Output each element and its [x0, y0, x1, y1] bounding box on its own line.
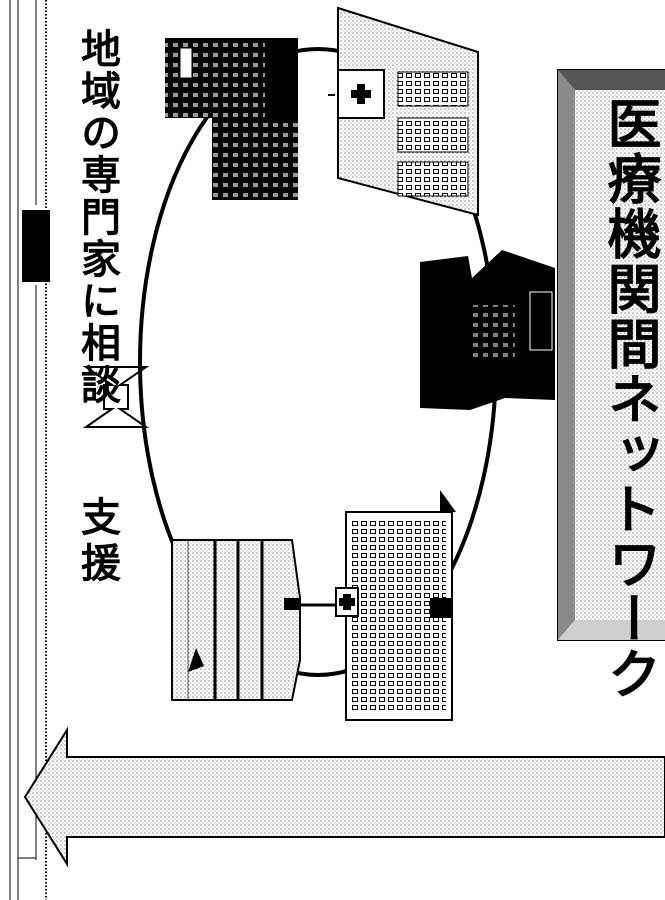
network-label: 医療機関間ネットワーク — [598, 96, 661, 701]
office-building-icon — [165, 38, 298, 200]
large-arrow — [23, 726, 665, 868]
support-label: 支援 — [74, 496, 120, 588]
support-double-arrow — [82, 366, 150, 428]
factory-icon — [171, 539, 301, 701]
hospital-icon — [328, 6, 479, 217]
divider-nub — [22, 210, 50, 282]
hospital-icon — [300, 490, 456, 721]
clinic-icon — [420, 250, 555, 410]
network-panel — [557, 69, 665, 641]
consult-label: 地域の専門家に相談 — [74, 28, 120, 406]
